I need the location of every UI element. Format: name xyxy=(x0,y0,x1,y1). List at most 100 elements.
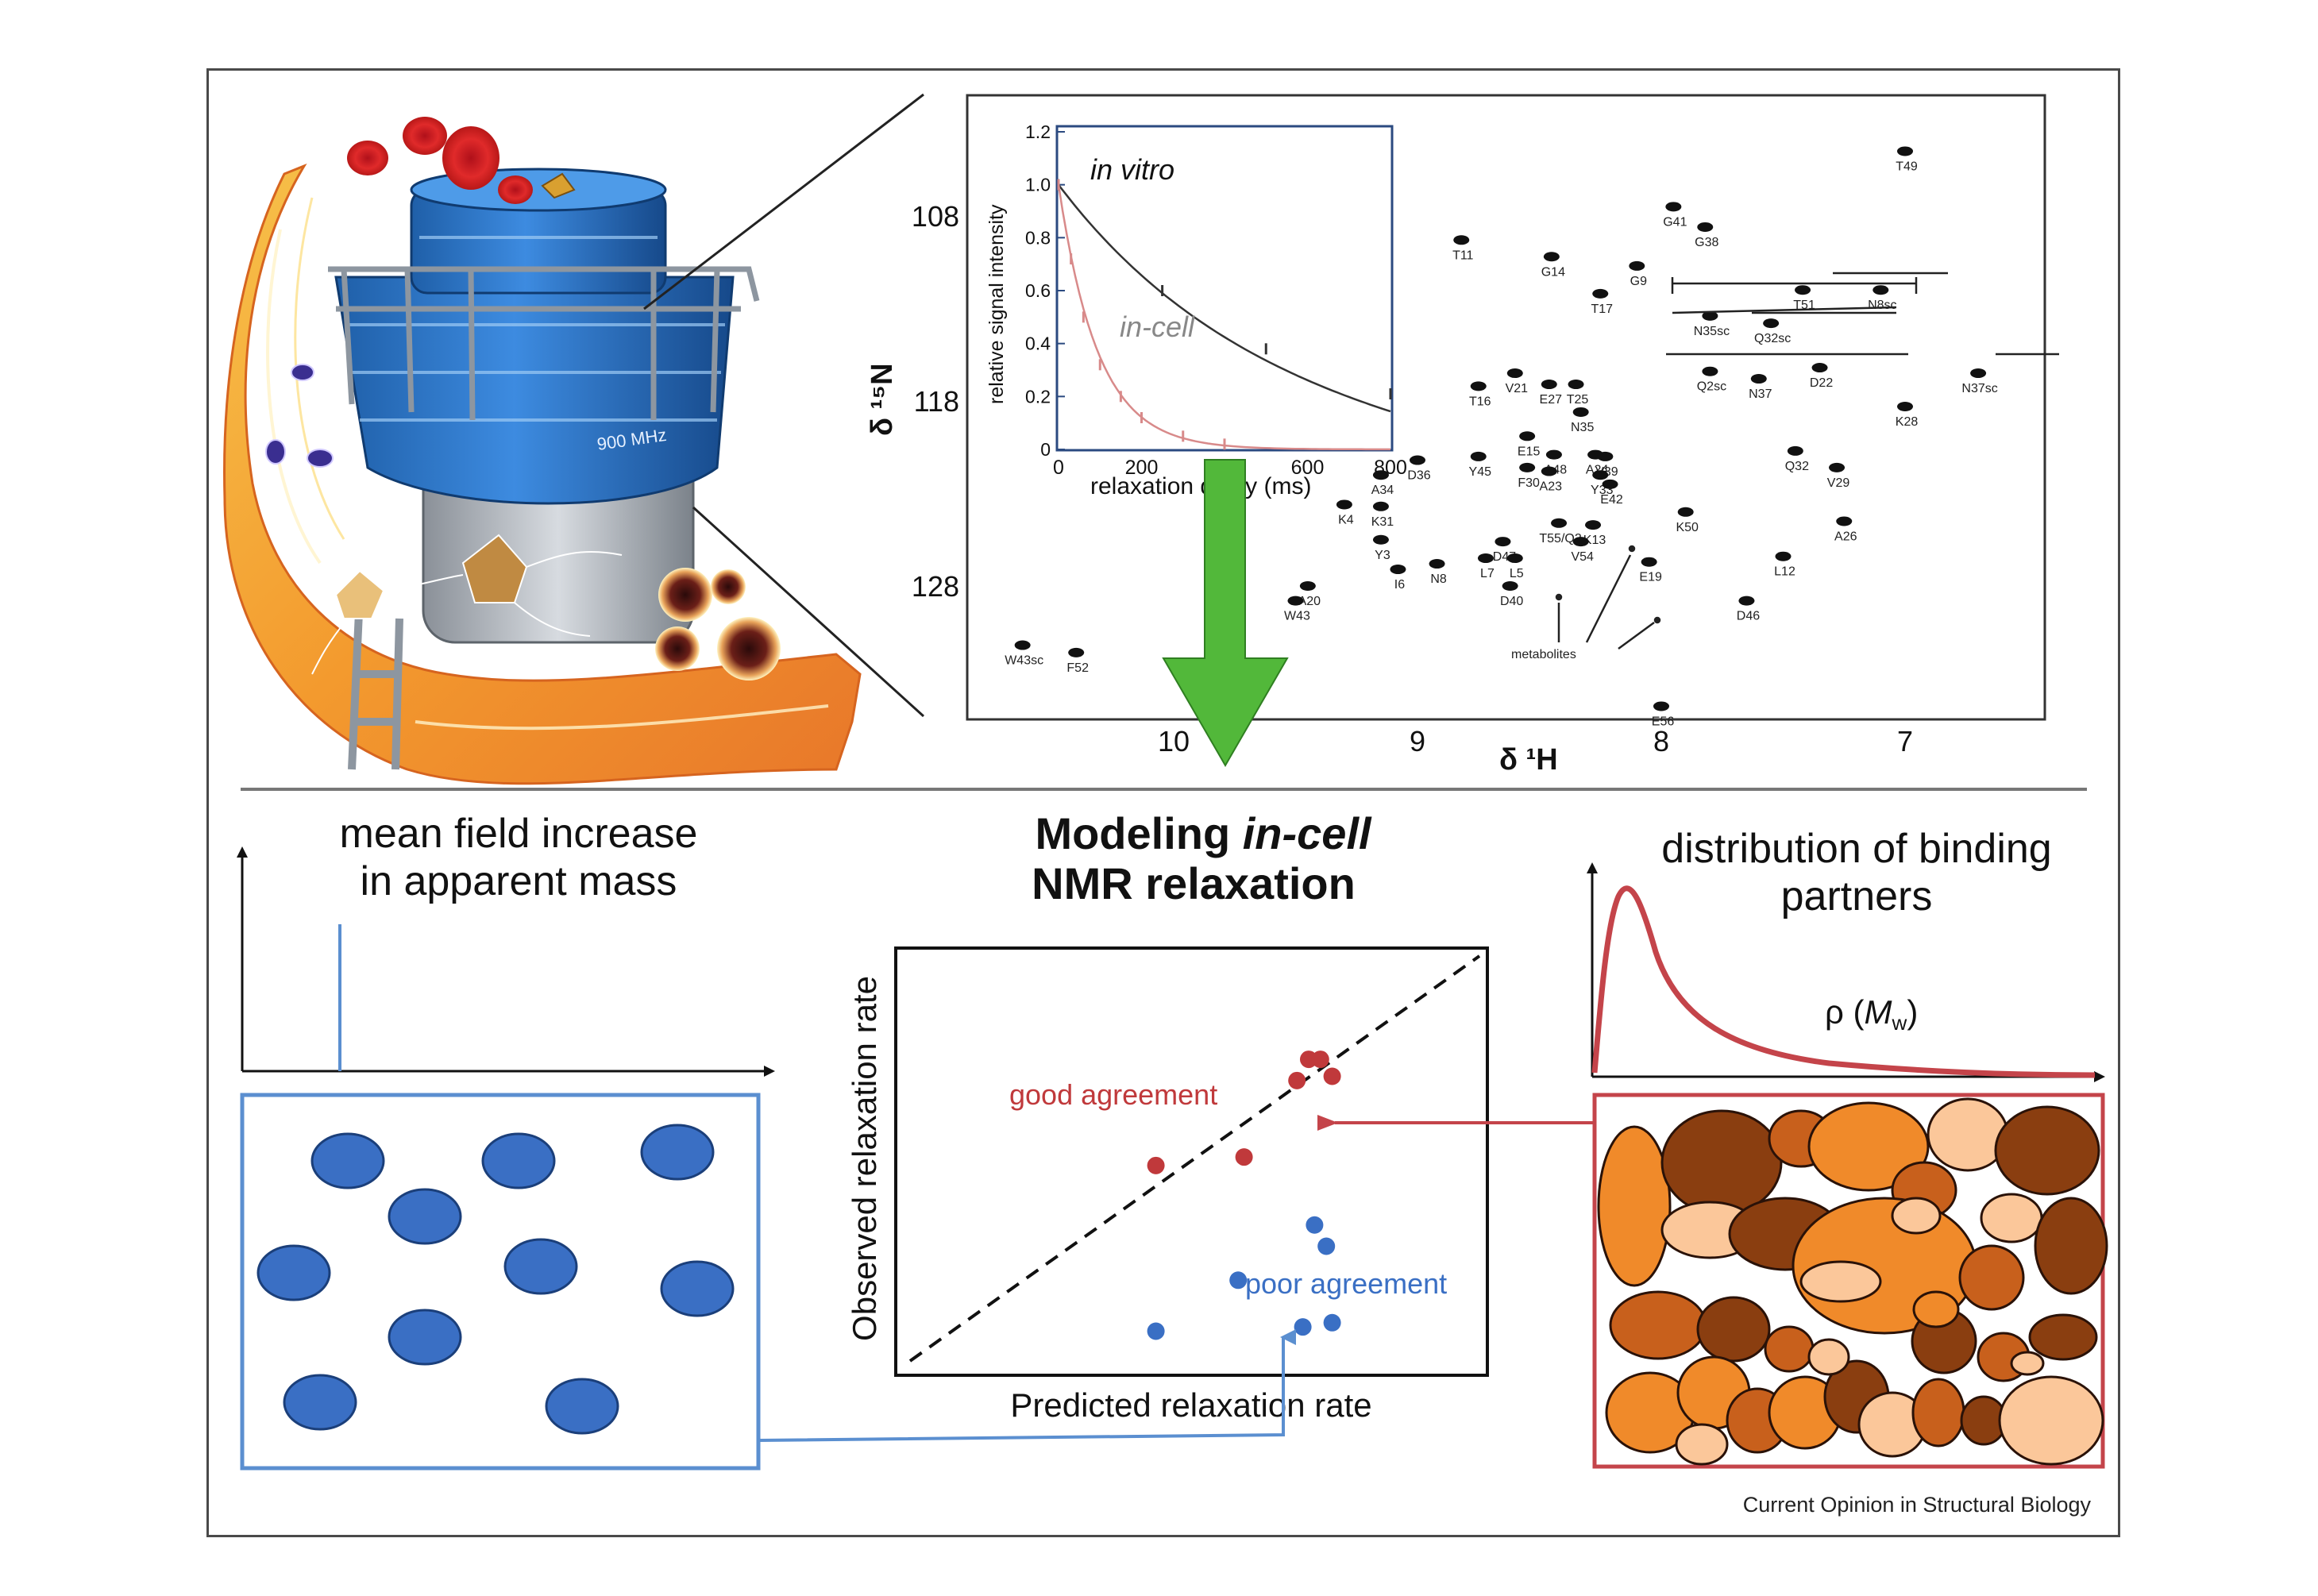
peak-label: G41 xyxy=(1663,215,1687,229)
peak xyxy=(1372,534,1389,545)
peak xyxy=(1592,470,1609,480)
peak xyxy=(1014,640,1031,650)
peak xyxy=(1897,401,1913,411)
peak-label: T11 xyxy=(1452,249,1473,262)
poor-agreement-point xyxy=(1306,1216,1324,1234)
peak xyxy=(1787,445,1803,456)
poor-agreement-point xyxy=(1229,1271,1248,1290)
peak xyxy=(1763,318,1780,329)
peak-label: I6 xyxy=(1394,578,1405,592)
peak xyxy=(1811,363,1828,373)
poor-agreement-point xyxy=(1294,1318,1312,1336)
model-title-line1: Modeling in-cell xyxy=(1035,808,1372,858)
peak xyxy=(1551,518,1568,528)
peak-label: N37sc xyxy=(1961,382,1997,395)
peak-label: K28 xyxy=(1896,415,1919,429)
inset-x-tick: 600 xyxy=(1291,457,1325,479)
peak xyxy=(1477,553,1494,564)
blue-connector xyxy=(758,1329,1296,1442)
spectrum-y-ticks: 108 118 128 xyxy=(912,200,959,603)
peak xyxy=(1795,285,1811,295)
peak-label: L5 xyxy=(1510,567,1524,580)
peak-label: N8 xyxy=(1430,572,1447,586)
peak-label: T16 xyxy=(1469,395,1491,408)
inset-y-tick: 0.8 xyxy=(1025,227,1051,248)
spectrum-y-tick: 108 xyxy=(912,200,959,233)
peak xyxy=(1568,380,1584,390)
peak xyxy=(1836,516,1853,526)
peak-label: E15 xyxy=(1518,445,1541,458)
inset-x-tick: 200 xyxy=(1125,457,1159,479)
peak-label: A20 xyxy=(1298,595,1321,608)
figure-credit: Current Opinion in Structural Biology xyxy=(1742,1493,2091,1517)
peak-label: E27 xyxy=(1540,393,1563,407)
peak xyxy=(1665,202,1682,212)
peak xyxy=(1572,407,1589,417)
figure-panel: 900 MHz xyxy=(206,68,2120,1537)
peak-label: K31 xyxy=(1371,515,1394,529)
peak xyxy=(1572,537,1589,547)
distribution-title-1: distribution of binding xyxy=(1661,826,2051,872)
peak xyxy=(1390,565,1406,575)
peak-label: W43 xyxy=(1284,610,1310,623)
scatter-points xyxy=(1147,1051,1341,1340)
rho-mw-label: ρ (Mw) xyxy=(1825,993,1918,1035)
mean-field-title-2: in apparent mass xyxy=(361,858,677,904)
peak xyxy=(1702,310,1718,321)
tissue-band xyxy=(223,163,862,785)
spectrum-y-tick: 118 xyxy=(914,385,959,418)
peak-label: Q2sc xyxy=(1697,380,1726,394)
distribution-curve xyxy=(1591,885,2096,1078)
peak-label: L7 xyxy=(1480,567,1495,580)
peak-label: D46 xyxy=(1737,610,1760,623)
peak xyxy=(1775,551,1792,561)
peak-label: F30 xyxy=(1518,476,1540,490)
inset-y-tick: 1.0 xyxy=(1025,175,1051,195)
peak-label: A34 xyxy=(1371,484,1394,497)
zoom-line-bottom xyxy=(692,506,925,718)
decay-inset: 00.20.40.60.81.01.2 0200400600800 in vit… xyxy=(985,121,1407,499)
invitro-label: in vitro xyxy=(1090,153,1174,186)
peak xyxy=(1970,368,1987,379)
peak-label: T55/Q2 xyxy=(1539,532,1581,545)
metabolites-label: metabolites xyxy=(1511,648,1576,661)
peak xyxy=(1495,537,1511,547)
distribution-panel: distribution of binding partners ρ (Mw) xyxy=(1587,826,2108,1469)
green-arrow xyxy=(1162,459,1289,767)
peak xyxy=(1336,499,1352,510)
peak xyxy=(1641,557,1657,567)
peak-label: A26 xyxy=(1834,530,1857,543)
peak xyxy=(1677,507,1694,517)
peak xyxy=(1299,581,1316,591)
peak xyxy=(1287,596,1304,606)
spectrum-x-axis-label: δ ¹H xyxy=(1499,743,1558,777)
peak xyxy=(1702,366,1718,376)
good-agreement-point xyxy=(1311,1051,1329,1069)
spectrum-y-tick: 128 xyxy=(912,570,959,603)
peak-label: D40 xyxy=(1500,595,1523,608)
peak xyxy=(1602,479,1618,489)
inset-y-tick: 1.2 xyxy=(1025,121,1051,142)
peak xyxy=(1541,466,1557,476)
inset-y-tick: 0.4 xyxy=(1025,333,1051,354)
peak-label: T25 xyxy=(1567,393,1589,407)
peak xyxy=(1519,462,1536,472)
peak xyxy=(1470,381,1487,391)
good-agreement-point xyxy=(1235,1148,1253,1166)
peak-label: Y3 xyxy=(1375,549,1390,562)
good-agreement-point xyxy=(1147,1156,1165,1174)
peak xyxy=(1543,252,1560,262)
incell-label: in-cell xyxy=(1120,310,1195,343)
peak-label: L12 xyxy=(1774,565,1795,579)
inset-y-tick: 0.2 xyxy=(1025,386,1051,407)
peak xyxy=(1470,451,1487,461)
inset-y-tick: 0.6 xyxy=(1025,280,1051,301)
peak-label: Q32 xyxy=(1785,460,1809,473)
peak xyxy=(1506,368,1523,379)
inset-x-axis-label: relaxation delay (ms) xyxy=(1090,473,1311,499)
peak xyxy=(1829,462,1846,472)
good-agreement-point xyxy=(1323,1067,1341,1085)
peak-label: K4 xyxy=(1338,513,1354,526)
peak-label: E56 xyxy=(1652,715,1675,728)
